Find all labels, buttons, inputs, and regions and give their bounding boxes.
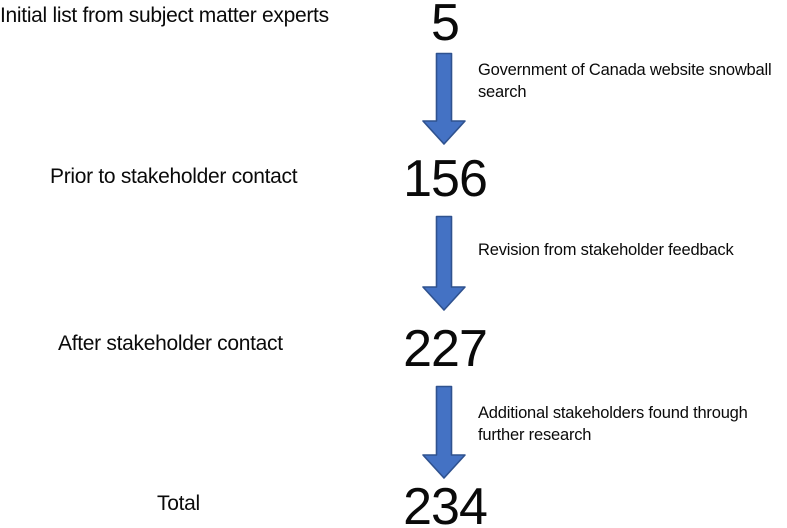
transition-label-stakeholder-feedback: Revision from stakeholder feedback: [478, 241, 734, 259]
step-count-prior-contact: 156: [403, 150, 488, 208]
step-label-prior-contact: Prior to stakeholder contact: [50, 165, 298, 188]
step-label-total: Total: [157, 492, 200, 515]
down-arrow-icon: [420, 385, 468, 485]
transition-label-snowball-search: Government of Canada website snowball se…: [478, 61, 772, 101]
down-arrow-icon: [420, 52, 468, 151]
step-label-initial-list: Initial list from subject matter experts: [0, 4, 329, 27]
step-count-total: 234: [403, 478, 488, 528]
step-count-after-contact: 227: [403, 320, 488, 378]
transition-label-further-research: Additional stakeholders found through fu…: [478, 404, 748, 444]
step-label-after-contact: After stakeholder contact: [58, 332, 283, 355]
down-arrow-icon: [420, 215, 468, 317]
step-count-initial-list: 5: [431, 0, 460, 52]
